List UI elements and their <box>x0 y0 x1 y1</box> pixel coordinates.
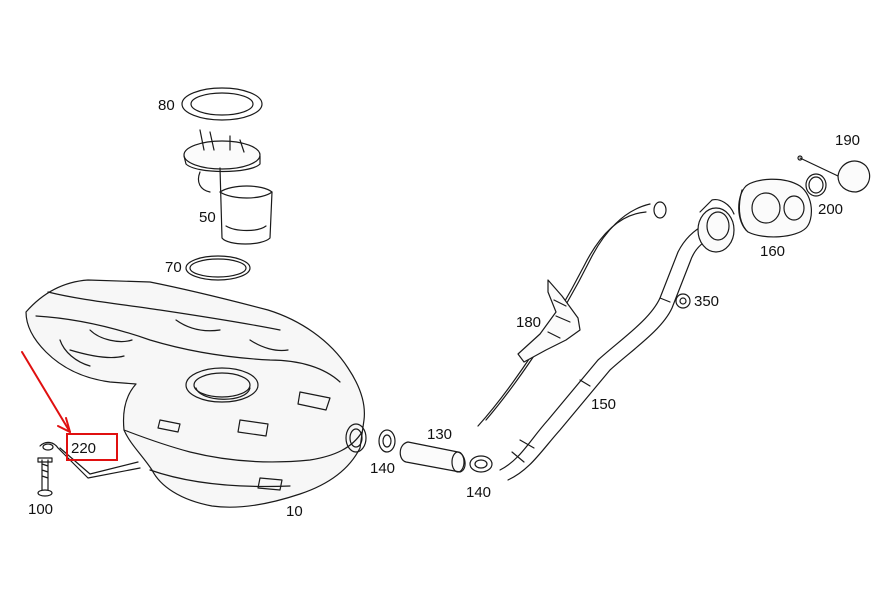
filler-neck <box>477 199 735 481</box>
callout-220: 220 <box>71 440 97 457</box>
seal-ring <box>805 173 827 197</box>
callout-80: 80 <box>158 97 175 114</box>
hose <box>399 441 466 473</box>
gasket-ring <box>185 255 251 281</box>
lock-ring <box>181 87 263 121</box>
callout-190: 190 <box>835 132 861 149</box>
fuel-door <box>797 155 871 193</box>
fuel-pump-module <box>183 129 273 245</box>
callout-10: 10 <box>286 503 303 520</box>
callout-200: 200 <box>818 201 844 218</box>
fuel-tank <box>25 279 367 508</box>
grommet <box>675 293 691 309</box>
hose-clamp-b <box>469 455 493 473</box>
callout-350: 350 <box>694 293 720 310</box>
callout-160: 160 <box>760 243 786 260</box>
callout-140-right: 140 <box>466 484 492 501</box>
highlight-arrow <box>21 351 71 433</box>
strap <box>39 441 141 479</box>
filler-housing <box>738 178 812 238</box>
callout-100: 100 <box>28 501 54 518</box>
callout-50: 50 <box>199 209 216 226</box>
callout-180: 180 <box>516 314 542 331</box>
callout-70: 70 <box>165 259 182 276</box>
callout-150: 150 <box>591 396 617 413</box>
highlight-box-220 <box>66 433 118 461</box>
hose-clamp-a <box>378 429 396 453</box>
callout-130: 130 <box>427 426 453 443</box>
bolt <box>37 457 53 497</box>
bracket <box>517 279 581 363</box>
callout-140-left: 140 <box>370 460 396 477</box>
